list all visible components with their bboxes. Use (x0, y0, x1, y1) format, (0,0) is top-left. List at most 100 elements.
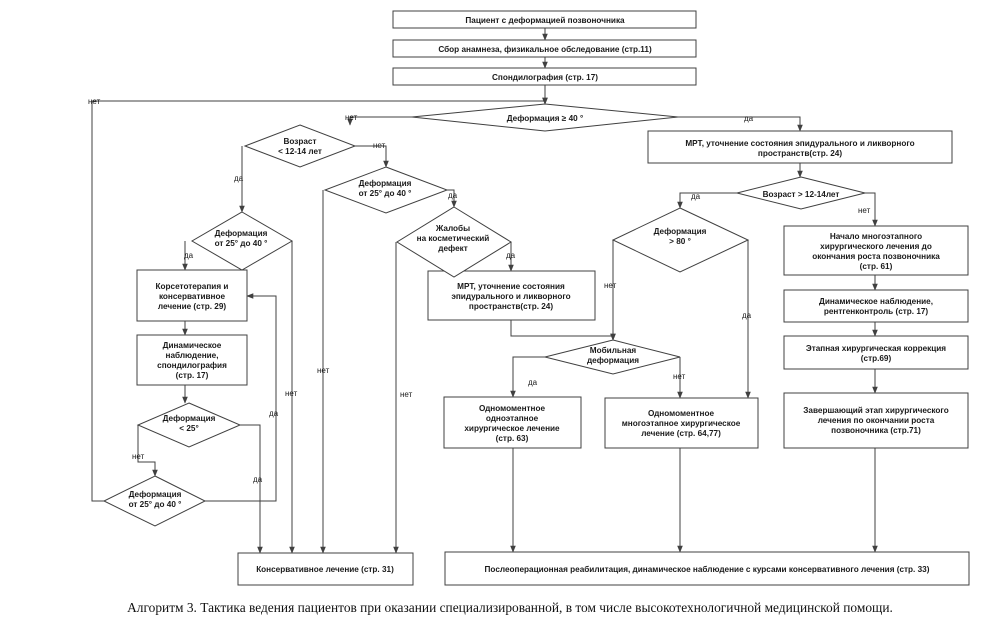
node-text-line: Корсетотерапия и (156, 282, 229, 291)
node-text-line: Консервативное лечение (стр. 31) (256, 565, 394, 574)
node-staged-correction: Этапная хирургическая коррекция(стр.69) (783, 335, 969, 370)
node-text-line: Деформация (129, 490, 182, 499)
flowchart: нет нет да нет да да нет нет да да нет д… (88, 10, 970, 586)
node-text-line: лечения по окончании роста (818, 416, 935, 425)
node-text-line: пространств(стр. 24) (758, 149, 842, 158)
node-spondylography: Спондилография (стр. 17) (392, 67, 697, 86)
node-text-line: Одномоментное (479, 404, 546, 413)
node-rehab: Послеоперационная реабилитация, динамиче… (444, 551, 970, 586)
edge-label: нет (400, 390, 413, 399)
edge-label: нет (345, 113, 358, 122)
edge-label: нет (88, 97, 101, 106)
svg-text:Деформация> 80 °: Деформация> 80 ° (654, 227, 707, 246)
node-text-line: Динамическое наблюдение, (819, 296, 933, 306)
node-text-line: Спондилография (стр. 17) (492, 73, 598, 82)
decision-deformity-40: Деформация ≥ 40 ° (411, 103, 679, 132)
svg-text:Возраст< 12-14 лет: Возраст< 12-14 лет (278, 137, 322, 156)
edge-n14-n24 (240, 424, 263, 554)
decision-age-over-12-14: Возраст > 12-14лет (736, 176, 866, 210)
node-text-line: Деформация (654, 227, 707, 236)
edge-n7-n8 (447, 189, 457, 208)
node-text-line: консервативное (159, 292, 226, 301)
edge-label: да (528, 378, 538, 387)
svg-text:Динамическое наблюдение,рентге: Динамическое наблюдение,рентгенконтроль … (819, 296, 933, 316)
edge-labels: нет нет да нет да да нет нет да да нет д… (88, 97, 871, 484)
node-text-line: Послеоперационная реабилитация, динамиче… (485, 564, 930, 574)
svg-text:Сбор анамнеза, физикальное обс: Сбор анамнеза, физикальное обследование … (438, 44, 652, 54)
edge-label: нет (673, 372, 686, 381)
svg-text:МРТ, уточнение состояния эпиду: МРТ, уточнение состояния эпидурального и… (685, 139, 914, 158)
node-xray-control: Динамическое наблюдение,рентгенконтроль … (783, 289, 969, 323)
node-text-line: на косметический (417, 234, 490, 243)
node-text-line: МРТ, уточнение состояния (457, 282, 565, 291)
node-mri-right: МРТ, уточнение состояния эпидурального и… (647, 130, 953, 164)
node-conservative: Консервативное лечение (стр. 31) (237, 552, 414, 586)
edge-label: да (448, 191, 458, 200)
edge-n10-n11 (677, 192, 737, 209)
svg-text:Спондилография (стр. 17): Спондилография (стр. 17) (492, 73, 598, 82)
node-text-line: деформация (587, 356, 639, 365)
node-text-line: (стр. 61) (860, 262, 893, 271)
edge-label: нет (373, 141, 386, 150)
nodes: Пациент с деформацией позвоночника Сбор … (102, 10, 970, 586)
node-text-line: от 25° до 40 ° (215, 239, 268, 248)
svg-text:Деформация ≥ 40 °: Деформация ≥ 40 ° (507, 114, 583, 123)
node-text-line: Деформация (163, 414, 216, 423)
node-text-line: (стр. 17) (176, 371, 209, 380)
node-text-line: > 80 ° (669, 237, 691, 246)
decision-deformity-80: Деформация> 80 ° (611, 207, 750, 273)
node-text-line: (стр.69) (861, 354, 892, 363)
node-text-line: Динамическое (163, 341, 222, 350)
svg-text:Этапная хирургическая коррекци: Этапная хирургическая коррекция(стр.69) (806, 344, 946, 363)
node-anamnesis: Сбор анамнеза, физикальное обследование … (392, 39, 697, 58)
node-text-line: пространств(стр. 24) (469, 302, 553, 311)
edge-label: да (744, 114, 754, 123)
edge-n17-n18 (510, 356, 545, 398)
edge-label: нет (317, 366, 330, 375)
node-patient: Пациент с деформацией позвоночника (392, 10, 697, 29)
node-text-line: Мобильная (590, 345, 637, 355)
node-text-line: окончания роста позвоночника (812, 252, 940, 261)
node-text-line: рентгенконтроль (стр. 17) (824, 307, 929, 316)
decision-age-12-14: Возраст< 12-14 лет (243, 124, 357, 168)
edge-n14-n15 (137, 425, 158, 477)
edge-label: да (506, 251, 516, 260)
node-text-line: эпидурального и ликворного (451, 292, 570, 301)
figure-caption: Алгоритм 3. Тактика ведения пациентов пр… (127, 600, 893, 615)
edge-n4-n9 (678, 116, 803, 132)
edge-label: нет (285, 389, 298, 398)
node-text-line: Деформация ≥ 40 ° (507, 114, 583, 123)
node-text-line: Завершающий этап хирургического (803, 406, 948, 415)
node-text-line: от 25° до 40 ° (129, 500, 182, 509)
node-text-line: многоэтапное хирургическое (622, 419, 741, 428)
node-text-line: Деформация (215, 229, 268, 238)
edge-n10-n20 (865, 192, 878, 227)
node-text-line: Начало многоэтапного (830, 232, 922, 241)
edge-n16-n17 (510, 320, 616, 341)
node-text-line: МРТ, уточнение состояния эпидурального и… (685, 139, 914, 148)
edge-label: да (691, 192, 701, 201)
svg-text:Возраст > 12-14лет: Возраст > 12-14лет (763, 190, 840, 199)
node-text-line: от 25° до 40 ° (359, 189, 412, 198)
